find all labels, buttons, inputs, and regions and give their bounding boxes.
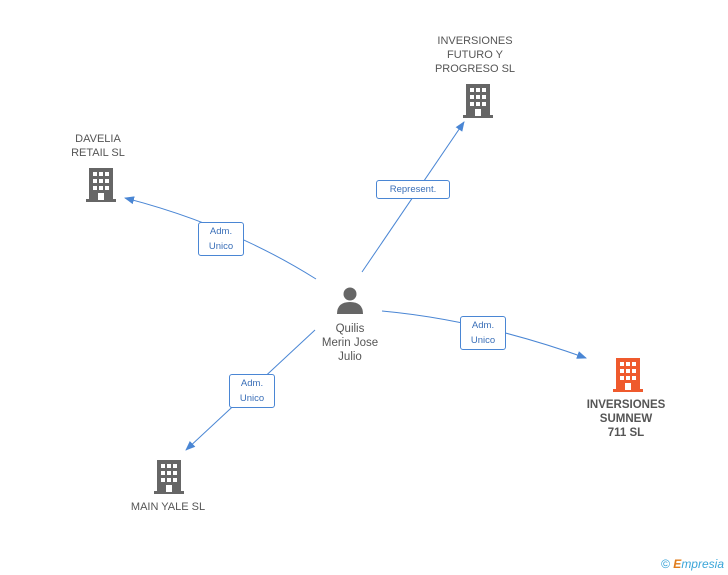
building-icon[interactable] [85, 168, 117, 202]
edge-label-represent[interactable]: Represent. [376, 180, 450, 199]
edge-label-adm-unico-mainyale[interactable]: Adm. Unico [229, 374, 275, 408]
node-label-person: Quilis Merin Jose Julio [321, 323, 379, 363]
node-label-sumnew: INVERSIONES SUMNEW 711 SL [586, 399, 666, 439]
brand-initial: E [673, 557, 682, 571]
building-icon[interactable] [153, 460, 185, 494]
node-label-mainyale: MAIN YALE SL [130, 501, 206, 513]
brand-rest: mpresia [681, 557, 724, 571]
person-icon[interactable] [336, 286, 364, 314]
copyright-icon: © [661, 557, 670, 571]
edge-label-adm-unico-sumnew[interactable]: Adm. Unico [460, 316, 506, 350]
empresia-logo[interactable]: © Empresia [661, 557, 724, 571]
edge-label-adm-unico-davelia[interactable]: Adm. Unico [198, 222, 244, 256]
building-icon[interactable] [462, 84, 494, 118]
node-label-davelia: DAVELIA RETAIL SL [71, 133, 125, 159]
building-icon[interactable] [612, 358, 644, 392]
node-label-futuro: INVERSIONES FUTURO Y PROGRESO SL [434, 35, 516, 75]
